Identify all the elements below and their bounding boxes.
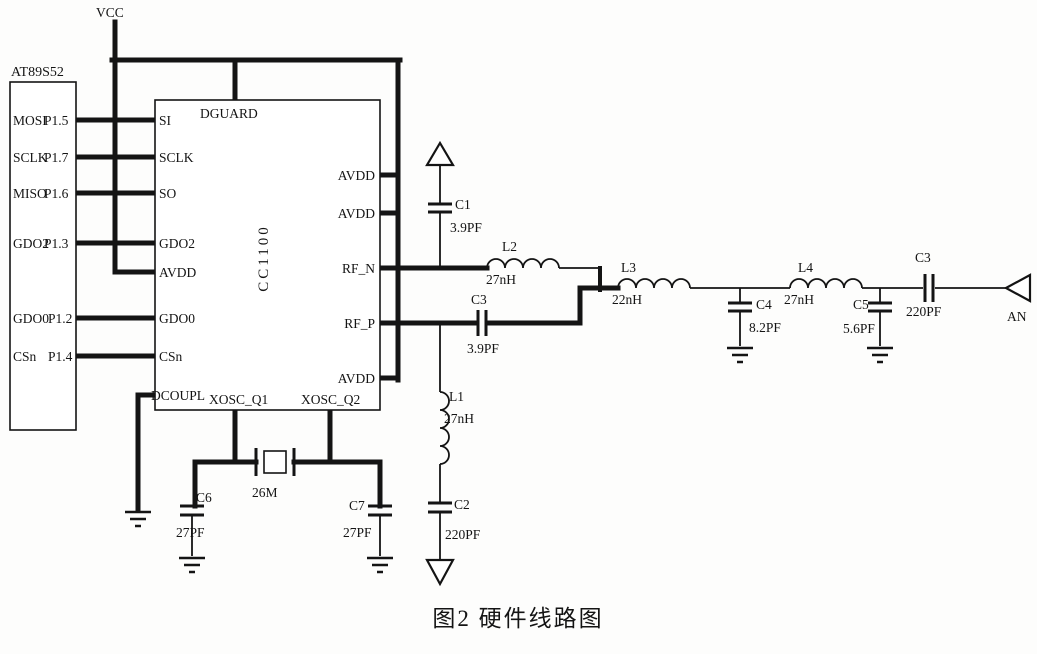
c3-antenna-capacitor-symbol (923, 274, 935, 302)
mcu-pin-signal: CSn (13, 349, 37, 364)
c4-value: 8.2PF (749, 320, 781, 335)
c1-ref: C1 (455, 197, 471, 212)
ground-symbol-c6 (179, 556, 205, 574)
xosc-wires (192, 407, 383, 509)
rf-pin-left: CSn (159, 349, 183, 364)
c4-capacitor-symbol (728, 301, 752, 313)
dcoupl-ground-wire (135, 392, 158, 513)
mcu-pin-signal: SCLK (13, 150, 48, 165)
c5-ref: C5 (853, 297, 869, 312)
rf-pin-right: AVDD (338, 168, 376, 183)
c3-balun-value: 3.9PF (467, 341, 499, 356)
l4-inductor-symbol (789, 278, 863, 289)
match-network-wires (191, 165, 1006, 560)
rf-ic-name: CC1100 (256, 224, 272, 291)
figure-caption: 图2 硬件线路图 (432, 606, 603, 631)
c6-capacitor-symbol (180, 504, 204, 517)
l1-ref: L1 (449, 389, 464, 404)
mcu-pin-signal: GDO0 (13, 311, 49, 326)
rf-pin-left: GDO0 (159, 311, 195, 326)
c7-value: 27PF (343, 525, 372, 540)
c4-ref: C4 (756, 297, 772, 312)
antenna-label: AN (1007, 309, 1027, 324)
mcu-pin-port: P1.7 (44, 150, 69, 165)
c5-capacitor-symbol (868, 301, 892, 313)
rf-pin-left: AVDD (159, 265, 197, 280)
ground-symbol-c4 (727, 346, 753, 364)
rf-pin-right: RF_P (344, 316, 375, 331)
mcu-pin-port: P1.2 (48, 311, 72, 326)
c2-value: 220PF (445, 527, 481, 542)
c5-value: 5.6PF (843, 321, 875, 336)
mcu-pin-port: P1.4 (48, 349, 73, 364)
mcu-pin-signal: GDO2 (13, 236, 49, 251)
rf-pin-left: GDO2 (159, 236, 195, 251)
c1-capacitor-symbol (428, 202, 452, 214)
mcu-pin-signal: MISO (13, 186, 47, 201)
rf-pin-left: DCOUPL (151, 388, 205, 403)
c1-value: 3.9PF (450, 220, 482, 235)
c2-ref: C2 (454, 497, 470, 512)
crystal-symbol (254, 448, 296, 476)
vcc-triangle-icon (425, 140, 455, 167)
c3-balun-capacitor-symbol (476, 310, 488, 336)
c3-antenna-value: 220PF (906, 304, 942, 319)
rf-pin-right: RF_N (342, 261, 375, 276)
cc1100-box (154, 99, 381, 411)
c3-antenna-ref: C3 (915, 250, 931, 265)
l2-value: 27nH (486, 272, 516, 287)
rf-pin-left: SI (159, 113, 172, 128)
c6-ref: C6 (196, 490, 212, 505)
ground-symbol-c7 (367, 556, 393, 574)
c6-value: 27PF (176, 525, 205, 540)
rf-pin-bottom: XOSC_Q2 (301, 392, 360, 407)
rf-pin-left: SCLK (159, 150, 194, 165)
c7-ref: C7 (349, 498, 365, 513)
l4-ref: L4 (798, 260, 813, 275)
c2-capacitor-symbol (428, 501, 452, 514)
rf-pin-top: DGUARD (200, 106, 258, 121)
mcu-to-rf-bus (73, 117, 158, 359)
l3-value: 22nH (612, 292, 642, 307)
l2-ref: L2 (502, 239, 517, 254)
mcu-pin-signal: MOSI (13, 113, 47, 128)
rf-pin-left: SO (159, 186, 177, 201)
mcu-pin-port: P1.5 (44, 113, 69, 128)
rf-pin-bottom: XOSC_Q1 (209, 392, 268, 407)
rf-pin-right: AVDD (338, 206, 376, 221)
ground-symbol-c5 (867, 346, 893, 364)
mcu-title: AT89S52 (11, 65, 64, 80)
vcc-rail (109, 19, 403, 383)
wires-thin (191, 165, 1006, 560)
mcu-box (9, 81, 77, 431)
ground-symbol-dcoupl (125, 510, 151, 528)
c3-balun-ref: C3 (471, 292, 487, 307)
l3-ref: L3 (621, 260, 636, 275)
c7-capacitor-symbol (368, 504, 392, 517)
bottom-triangle-icon (425, 558, 455, 587)
crystal-ref: 26M (252, 485, 278, 500)
antenna-icon (1003, 273, 1032, 303)
l3-inductor-symbol (617, 278, 691, 289)
mcu-pin-port: P1.6 (44, 186, 69, 201)
l1-value: 27nH (444, 411, 474, 426)
wires-thick (73, 19, 621, 513)
mcu-pin-port: P1.3 (44, 236, 69, 251)
vcc-label: VCC (96, 5, 124, 20)
l2-inductor-symbol (486, 258, 560, 269)
l4-value: 27nH (784, 292, 814, 307)
rf-pin-right: AVDD (338, 371, 376, 386)
l1-inductor-symbol (439, 391, 450, 465)
